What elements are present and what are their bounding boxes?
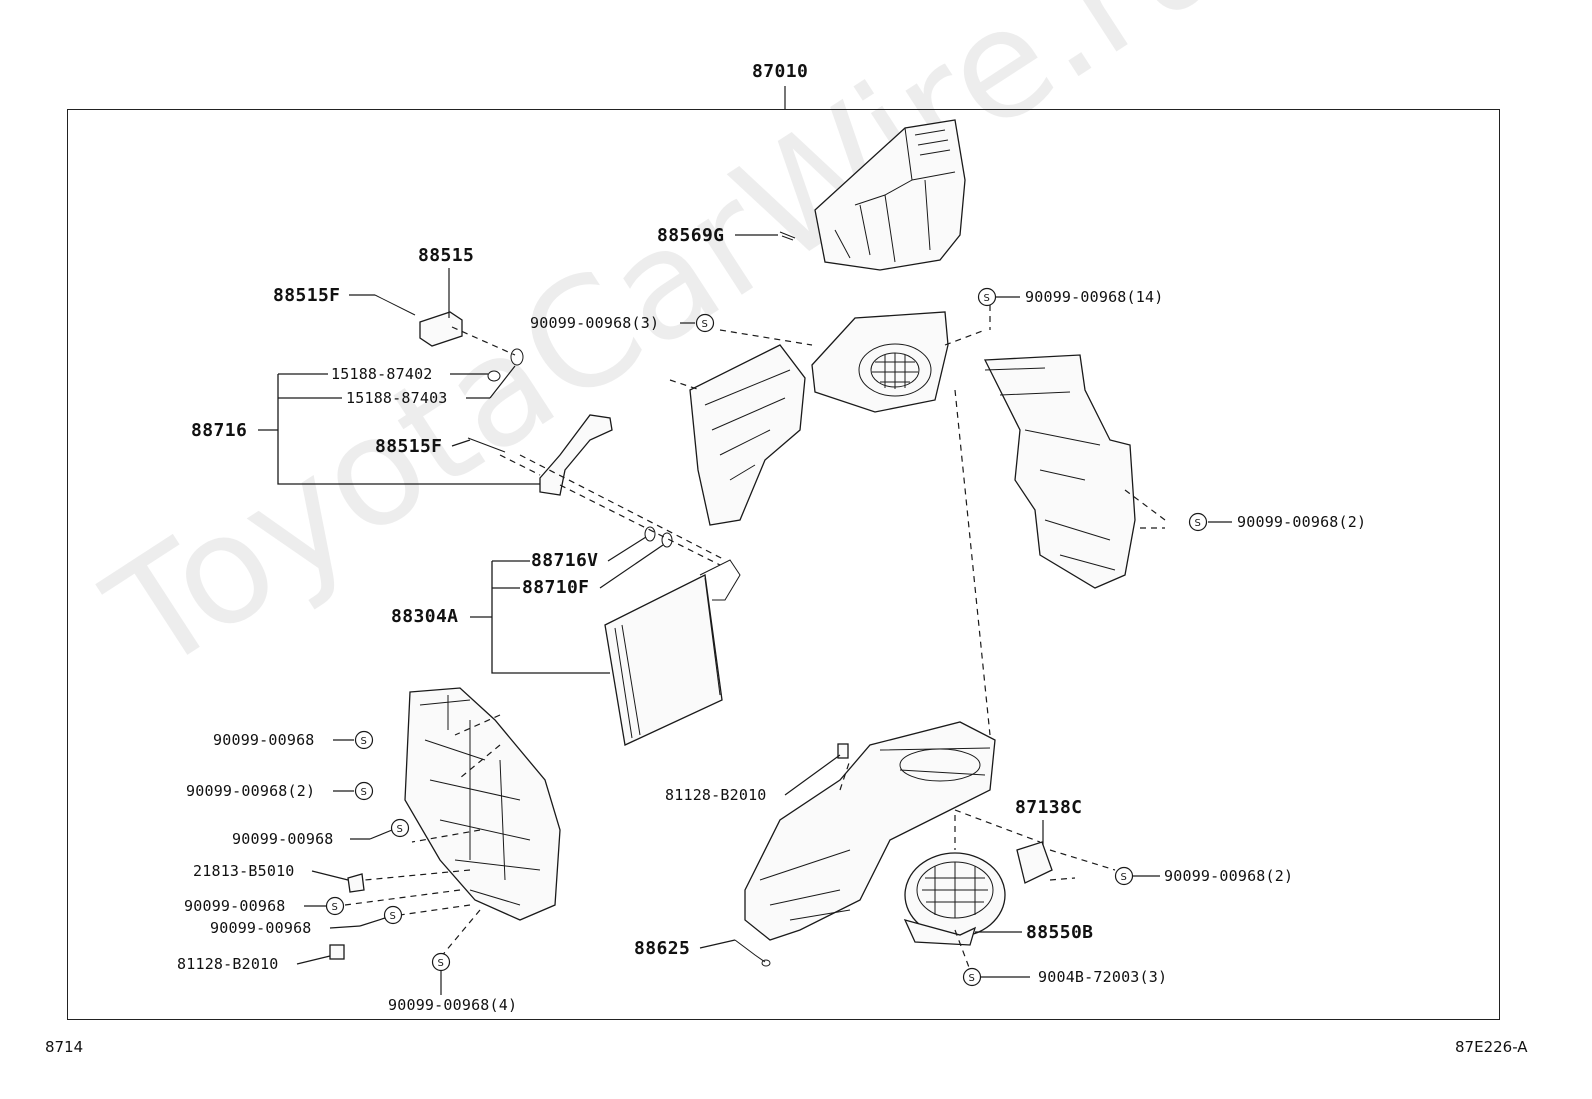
svg-text:S: S (390, 911, 396, 922)
screw-symbol-marks: S S S S S S S S S S S (325, 287, 1208, 987)
bolt-upper-part (374, 294, 416, 316)
bracket-88716 (277, 374, 540, 485)
label-15188-87403: 15188-87403 (346, 389, 448, 407)
o-ring-valve-part (644, 526, 656, 542)
sensor-wire-part (734, 939, 766, 963)
svg-text:S: S (361, 787, 367, 798)
label-90099-4: 90099-00968(4) (388, 996, 518, 1014)
screw-mark-7: S (325, 896, 345, 916)
o-ring-upper-part (510, 348, 524, 366)
svg-text:S: S (438, 958, 444, 969)
lower-left-case-part (404, 687, 561, 921)
label-88710f: 88710F (522, 577, 590, 598)
label-21813: 21813-B5010 (193, 862, 295, 880)
screw-mark-3: S (1188, 512, 1208, 532)
screw-mark-2: S (977, 287, 997, 307)
expansion-valve-block-part (419, 311, 463, 347)
screw-mark-8: S (383, 905, 403, 925)
sensor-tip-part (761, 959, 771, 967)
label-90099-2-right: 90099-00968(2) (1237, 513, 1367, 531)
expansion-pipe-part (539, 414, 613, 496)
evaporator-core-part (604, 559, 741, 746)
label-15188-87402: 15188-87402 (331, 365, 433, 383)
label-main-assembly: 87010 (752, 61, 809, 82)
screw-mark-10: S (1114, 866, 1134, 886)
screw-mark-9: S (431, 952, 451, 972)
svg-text:S: S (702, 319, 708, 330)
label-88716v: 88716V (531, 550, 599, 571)
o-ring-evap-part (661, 532, 673, 548)
label-81128-mid: 81128-B2010 (665, 786, 767, 804)
right-side-duct-part (983, 354, 1136, 589)
label-88716: 88716 (191, 420, 248, 441)
label-90099-14: 90099-00968(14) (1025, 288, 1164, 306)
label-90099-3: 90099-00968(3) (530, 314, 660, 332)
clip-88569g-part (779, 231, 796, 241)
label-90099-2-left: 90099-00968(2) (186, 782, 316, 800)
screw-mark-4: S (354, 730, 374, 750)
upper-left-duct-part (689, 344, 806, 526)
label-90099-b: 90099-00968 (232, 830, 334, 848)
assembly-frame (67, 109, 1500, 1020)
label-81128-left: 81128-B2010 (177, 955, 279, 973)
svg-text:S: S (984, 293, 990, 304)
label-90099-c: 90099-00968 (184, 897, 286, 915)
screw-mark-11: S (962, 967, 982, 987)
label-90099-d: 90099-00968 (210, 919, 312, 937)
screw-mark-1: S (695, 313, 715, 333)
air-inlet-duct-part (814, 119, 966, 271)
svg-text:S: S (1121, 872, 1127, 883)
label-88515f-top: 88515F (273, 285, 341, 306)
svg-text:S: S (969, 973, 975, 984)
label-88515: 88515 (418, 245, 475, 266)
clip-81128-left-part (329, 944, 345, 960)
bracket-88304a (491, 561, 610, 674)
label-88569g: 88569G (657, 225, 725, 246)
bolt-middle-part (467, 437, 506, 453)
blower-motor-part (903, 852, 1006, 946)
label-9004b: 9004B-72003(3) (1038, 968, 1168, 986)
label-88304a: 88304A (391, 606, 459, 627)
label-90099-a: 90099-00968 (213, 731, 315, 749)
label-88550b: 88550B (1026, 922, 1094, 943)
label-90099-2-lower: 90099-00968(2) (1164, 867, 1294, 885)
o-ring-lower-part (487, 370, 501, 382)
blower-resistor-part (1016, 841, 1053, 884)
blower-case-upper-part (811, 311, 949, 413)
svg-text:S: S (332, 902, 338, 913)
label-87138c: 87138C (1015, 797, 1083, 818)
label-88625: 88625 (634, 938, 691, 959)
svg-text:S: S (361, 736, 367, 747)
footer-right-code: 87E226-A (1455, 1038, 1528, 1056)
pin-21813-part (347, 873, 365, 893)
screw-mark-5: S (354, 781, 374, 801)
svg-text:S: S (397, 824, 403, 835)
clip-81128-mid-part (837, 743, 849, 759)
footer-left-code: 8714 (45, 1038, 84, 1056)
label-88515f-mid: 88515F (375, 436, 443, 457)
screw-mark-6: S (390, 818, 410, 838)
svg-text:S: S (1195, 518, 1201, 529)
